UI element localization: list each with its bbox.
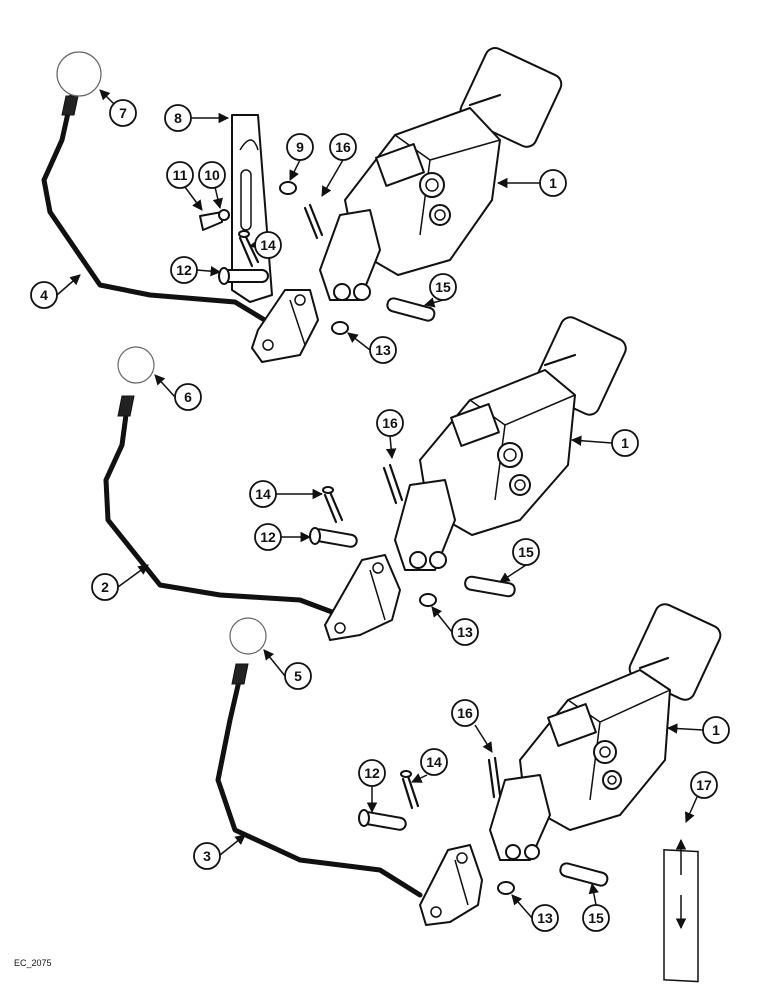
- callout-16-top: 16: [329, 133, 357, 161]
- drawing-code-label: EC_2075: [14, 958, 52, 968]
- lever-3: [215, 665, 423, 898]
- cotter-pin-14-bottom: [401, 774, 420, 810]
- svg-text:13: 13: [537, 910, 553, 926]
- control-valve-bottom: [489, 603, 722, 861]
- svg-text:11: 11: [173, 167, 188, 183]
- callout-6: 6: [174, 383, 202, 411]
- assembly-bottom: [215, 603, 722, 983]
- svg-text:7: 7: [119, 105, 127, 121]
- assembly-top: [41, 47, 563, 363]
- callout-12-bottom: 12: [358, 759, 386, 787]
- washer-13-top: [331, 321, 349, 335]
- callouts: 7 8 9 16 1 11 10 14 12 4 15 13: [30, 89, 730, 932]
- control-valve-top: [319, 47, 563, 301]
- pin-15-bottom: [559, 862, 609, 887]
- washer-13-middle: [419, 593, 437, 607]
- callout-9: 9: [286, 133, 314, 161]
- knob-7: [56, 51, 102, 97]
- svg-text:14: 14: [426, 754, 442, 770]
- callout-1-middle: 1: [611, 429, 639, 457]
- callout-15-middle: 15: [512, 538, 540, 566]
- svg-text:9: 9: [296, 139, 304, 155]
- callout-17: 17: [690, 771, 718, 799]
- knob-5: [229, 617, 267, 655]
- callout-15-bottom: 15: [582, 904, 610, 932]
- lever-bracket-middle: [324, 554, 401, 641]
- svg-text:8: 8: [174, 110, 182, 126]
- pin-15-top: [386, 297, 436, 322]
- svg-text:15: 15: [518, 544, 534, 560]
- lever-4: [41, 92, 271, 325]
- svg-text:14: 14: [260, 237, 276, 253]
- callout-11: 11: [166, 161, 194, 189]
- svg-text:1: 1: [621, 435, 629, 451]
- decal-17: [663, 838, 699, 983]
- roll-pin-16-top: [303, 203, 324, 240]
- callout-14-top: 14: [254, 231, 282, 259]
- callout-13-top: 13: [369, 336, 397, 364]
- callout-13-bottom: 13: [531, 904, 559, 932]
- callout-16-bottom: 16: [451, 699, 479, 727]
- callout-2: 2: [91, 573, 119, 601]
- callout-3: 3: [193, 842, 221, 870]
- roll-pin-16-bottom: [487, 756, 502, 799]
- callout-1-top: 1: [539, 169, 567, 197]
- svg-text:12: 12: [260, 529, 276, 545]
- svg-text:1: 1: [549, 175, 557, 191]
- svg-text:12: 12: [364, 765, 380, 781]
- lever-bracket-bottom: [419, 844, 483, 926]
- svg-text:13: 13: [457, 624, 473, 640]
- washer-13-bottom: [497, 881, 515, 895]
- callout-5: 5: [284, 662, 312, 690]
- callout-14-middle: 14: [249, 480, 277, 508]
- svg-text:12: 12: [176, 262, 192, 278]
- svg-text:16: 16: [335, 139, 351, 155]
- control-valve-middle: [394, 316, 627, 571]
- svg-text:10: 10: [204, 167, 220, 183]
- svg-text:5: 5: [294, 668, 302, 684]
- svg-text:6: 6: [184, 389, 192, 405]
- svg-text:4: 4: [40, 287, 48, 303]
- callout-13-middle: 13: [451, 618, 479, 646]
- callout-16-middle: 16: [376, 409, 404, 437]
- clevis-pin-12-bottom: [358, 809, 407, 831]
- svg-text:15: 15: [435, 279, 451, 295]
- callout-8: 8: [164, 104, 192, 132]
- clevis-pin-12-middle: [309, 527, 358, 548]
- svg-text:3: 3: [203, 848, 211, 864]
- lever-bracket-top: [251, 289, 319, 363]
- svg-text:2: 2: [101, 579, 109, 595]
- svg-text:15: 15: [588, 910, 604, 926]
- svg-text:13: 13: [375, 342, 391, 358]
- roll-pin-16-middle: [382, 463, 404, 505]
- callout-12-top: 12: [170, 256, 198, 284]
- svg-text:14: 14: [255, 486, 271, 502]
- clevis-pin-12-top: [218, 267, 269, 285]
- pin-15-middle: [464, 575, 516, 598]
- callout-10: 10: [198, 161, 226, 189]
- svg-text:17: 17: [696, 777, 712, 793]
- knob-6: [117, 346, 155, 384]
- svg-text:16: 16: [382, 415, 398, 431]
- assembly-middle: [103, 316, 627, 641]
- wing-clip-10-11: [199, 209, 230, 231]
- callout-15-top: 15: [429, 273, 457, 301]
- callout-12-middle: 12: [254, 523, 282, 551]
- washer-9: [279, 181, 297, 195]
- callout-1-bottom: 1: [702, 716, 730, 744]
- cotter-pin-14-middle: [323, 490, 344, 524]
- svg-text:1: 1: [712, 722, 720, 738]
- callout-14-bottom: 14: [420, 748, 448, 776]
- callout-7: 7: [109, 99, 137, 127]
- svg-text:16: 16: [457, 705, 473, 721]
- lever-2: [103, 397, 343, 618]
- callout-4: 4: [30, 281, 58, 309]
